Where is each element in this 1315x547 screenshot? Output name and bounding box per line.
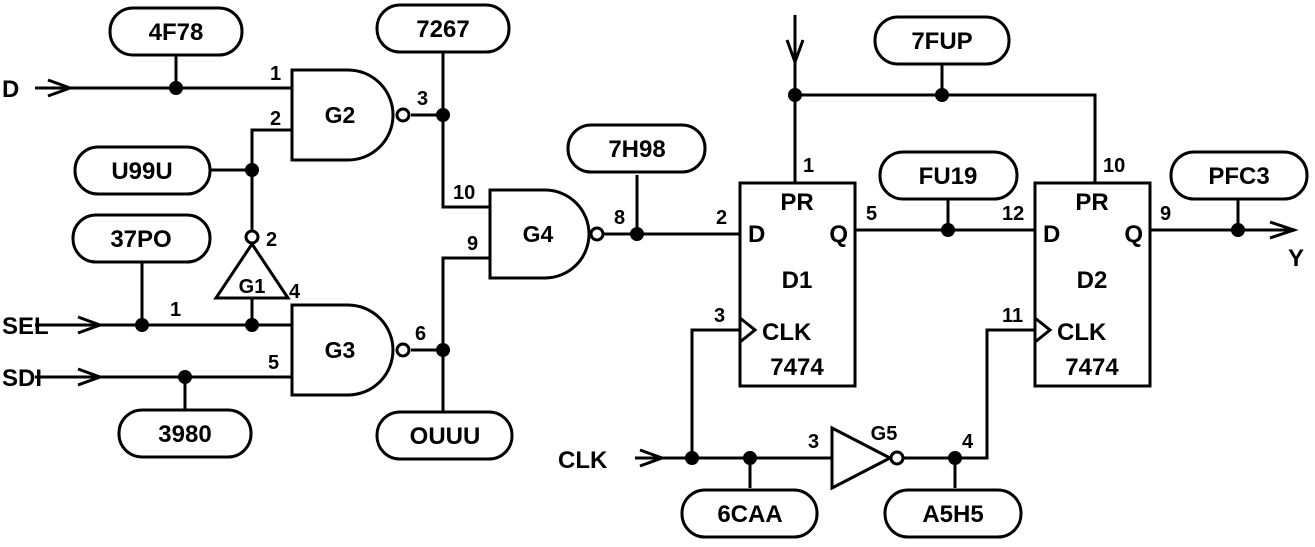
pin-g3-in5: 5 (268, 352, 279, 374)
gate-g3-label: G3 (325, 337, 356, 363)
net-label-u99u: U99U (73, 145, 212, 196)
net-label-4f78: 4F78 (108, 6, 244, 57)
net-label-7h98: 7H98 (566, 123, 707, 174)
pin-d2-pr: 10 (1103, 155, 1125, 177)
pin-g1-out: 2 (266, 229, 277, 251)
input-sdi-label: SDI (2, 365, 42, 392)
d2-d-label: D (1043, 221, 1060, 248)
svg-text:37PO: 37PO (110, 226, 171, 253)
flipflop-d1: PR D Q D1 CLK 7474 (738, 181, 857, 388)
pin-g2-in1: 1 (270, 63, 281, 85)
wires (35, 15, 1295, 488)
gate-g1-label: G1 (239, 276, 266, 298)
pin-g5-out: 4 (962, 431, 974, 453)
svg-text:7H98: 7H98 (608, 136, 665, 163)
pin-d1-pr: 1 (803, 155, 814, 177)
input-d-label: D (2, 76, 19, 103)
pin-g2-out: 3 (417, 88, 428, 110)
sel-arrow-icon (77, 315, 105, 335)
gate-g5: G5 (830, 423, 905, 491)
pin-g5-in: 3 (808, 431, 819, 453)
net-label-37po: 37PO (71, 213, 212, 264)
d2-clk-label: CLK (1057, 319, 1107, 346)
net-label-ouuu: OUUU (375, 410, 514, 461)
flipflop-d2: PR D Q D2 CLK 7474 (1033, 181, 1152, 388)
svg-text:U99U: U99U (111, 158, 172, 185)
d2-q-label: Q (1124, 221, 1143, 248)
svg-text:PFC3: PFC3 (1208, 163, 1269, 190)
input-clk-label: CLK (558, 447, 608, 474)
arrows (47, 39, 1299, 468)
svg-text:7FUP: 7FUP (911, 28, 972, 55)
gate-g4-label: G4 (523, 221, 554, 247)
d1-part-label: 7474 (770, 354, 824, 381)
gate-g1: G1 (213, 229, 291, 300)
d-arrow-icon (47, 78, 75, 98)
net-label-7fup: 7FUP (873, 15, 1011, 66)
pin-d2-d: 12 (1002, 203, 1024, 225)
pin-d1-d: 2 (716, 207, 727, 229)
pin-g3-out: 6 (415, 323, 426, 345)
pin-d2-q: 9 (1160, 203, 1171, 225)
d2-pr-label: PR (1075, 189, 1108, 216)
junction-dots (135, 81, 1245, 465)
output-y-label: Y (1288, 245, 1304, 272)
d2-part-label: 7474 (1065, 354, 1119, 381)
gate-g4: G4 (488, 188, 605, 280)
net-label-fu19: FU19 (878, 150, 1019, 201)
y-arrow-icon (1269, 220, 1299, 240)
gate-g2: G2 (290, 68, 411, 162)
clk-arrow-icon (639, 448, 667, 468)
pin-g4-in10: 10 (453, 182, 475, 204)
net-label-3980: 3980 (117, 408, 253, 459)
d1-name-label: D1 (782, 267, 813, 294)
pin-g4-in9: 9 (467, 233, 478, 255)
d1-pr-label: PR (780, 189, 813, 216)
svg-text:4F78: 4F78 (149, 19, 204, 46)
sdi-arrow-icon (77, 367, 105, 387)
pin-d1-q: 5 (866, 203, 877, 225)
d1-q-label: Q (829, 221, 848, 248)
gate-g2-label: G2 (325, 102, 356, 128)
net-label-pfc3: PFC3 (1169, 150, 1309, 201)
d1-clk-label: CLK (762, 319, 812, 346)
net-label-7267: 7267 (375, 3, 511, 54)
d1-clock-triangle-icon (739, 316, 758, 344)
net-label-a5h5: A5H5 (883, 488, 1023, 539)
pin-d1-clk: 3 (714, 305, 725, 327)
gate-g3: G3 (290, 303, 411, 397)
pin-sel: 1 (170, 299, 181, 321)
gate-g5-label: G5 (871, 423, 898, 445)
net-labels: 4F78 7267 U99U 37PO 3980 OUUU 7H98 7FUP (71, 3, 1309, 539)
d2-clock-triangle-icon (1034, 316, 1053, 344)
d1-d-label: D (748, 221, 765, 248)
svg-text:3980: 3980 (158, 421, 211, 448)
io-labels: D SEL SDI CLK Y (2, 76, 1304, 474)
svg-text:OUUU: OUUU (410, 423, 481, 450)
svg-text:A5H5: A5H5 (922, 501, 983, 528)
pin-d2-clk: 11 (1002, 305, 1023, 327)
pin-g1-in: 4 (289, 281, 301, 303)
preset-arrow-icon (785, 39, 805, 67)
svg-text:6CAA: 6CAA (717, 501, 782, 528)
net-label-6caa: 6CAA (680, 488, 819, 539)
pin-g4-out: 8 (614, 207, 625, 229)
svg-text:7267: 7267 (416, 16, 469, 43)
pin-g2-in2: 2 (270, 108, 281, 130)
svg-text:FU19: FU19 (919, 163, 978, 190)
input-sel-label: SEL (2, 313, 49, 340)
pin-numbers: 1 2 3 2 4 1 5 6 10 9 8 2 1 5 3 12 10 9 1… (170, 63, 1171, 453)
d2-name-label: D2 (1077, 267, 1108, 294)
